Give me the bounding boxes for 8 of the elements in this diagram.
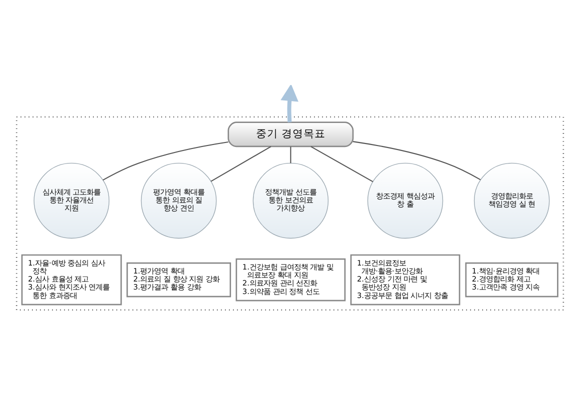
connector (352, 140, 481, 180)
connector (210, 146, 272, 182)
arrow (280, 84, 298, 122)
connector (290, 146, 292, 163)
node-box: 중기 경영목표 (228, 121, 354, 147)
cluster (16, 116, 564, 310)
connector (310, 146, 374, 182)
connector (102, 141, 228, 180)
